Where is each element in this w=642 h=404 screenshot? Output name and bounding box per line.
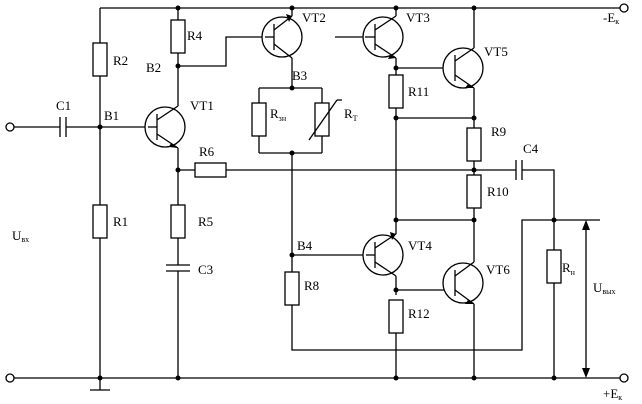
label-rsh: Rзн (270, 106, 287, 123)
capacitor-c4 (474, 160, 555, 220)
label-r1: R1 (113, 214, 128, 229)
transistor-vt2 (261, 8, 303, 88)
label-r10: R10 (487, 184, 509, 199)
transistor-vt3 (362, 8, 404, 75)
transistor-vt5 (442, 8, 484, 128)
label-ek-negative: -Eк (603, 10, 619, 26)
label-uin: Uвх (12, 228, 29, 244)
label-uout: Uвых (593, 280, 616, 296)
label-r8: R8 (304, 278, 319, 293)
resistor-r10 (466, 174, 482, 262)
label-b2: B2 (146, 60, 161, 75)
label-b4: B4 (297, 238, 313, 253)
label-rt: RT (344, 106, 358, 123)
label-b1: B1 (104, 108, 119, 123)
resistor-r8 (284, 219, 554, 351)
capacitor-c1 (59, 117, 148, 137)
label-vt5: VT5 (484, 44, 508, 59)
resistor-r5 (170, 204, 186, 265)
output-voltage-arrow (582, 220, 590, 378)
label-vt6: VT6 (486, 262, 510, 277)
label-r5: R5 (198, 214, 213, 229)
label-r4: R4 (187, 28, 203, 43)
label-c3: C3 (198, 262, 213, 277)
label-rn: Rн (562, 260, 576, 277)
transistor-vt4 (362, 220, 404, 295)
label-r2: R2 (113, 53, 128, 68)
label-vt4: VT4 (408, 238, 432, 253)
capacitor-c3 (166, 264, 190, 378)
label-r12: R12 (408, 306, 430, 321)
transistor-vt6 (442, 261, 484, 378)
resistor-r6 (178, 162, 474, 178)
resistor-r12 (388, 299, 404, 378)
label-vt1: VT1 (190, 98, 214, 113)
label-r11: R11 (408, 84, 429, 99)
label-c1: C1 (56, 98, 71, 113)
label-vt2: VT2 (302, 10, 326, 25)
label-vt3: VT3 (406, 10, 430, 25)
label-b3: B3 (292, 68, 307, 83)
bottom-ground-rail (5, 373, 629, 391)
input-terminal (5, 122, 60, 132)
b2-to-vt2-base-wire (178, 36, 265, 67)
resistor-rn (546, 220, 562, 378)
supply-terminal-top (619, 3, 629, 13)
resistor-r4 (170, 8, 186, 54)
label-c4: C4 (523, 141, 539, 156)
bias-network-rsh-rt (251, 87, 342, 255)
resistor-r1 (92, 204, 108, 378)
label-r9: R9 (491, 124, 506, 139)
transistor-vt1 (144, 105, 186, 149)
junction-dots (97, 5, 557, 381)
resistor-r2 (92, 8, 108, 205)
label-r6: R6 (199, 144, 215, 159)
label-ek-positive: +Eк (603, 386, 622, 402)
resistor-r11 (388, 74, 404, 220)
